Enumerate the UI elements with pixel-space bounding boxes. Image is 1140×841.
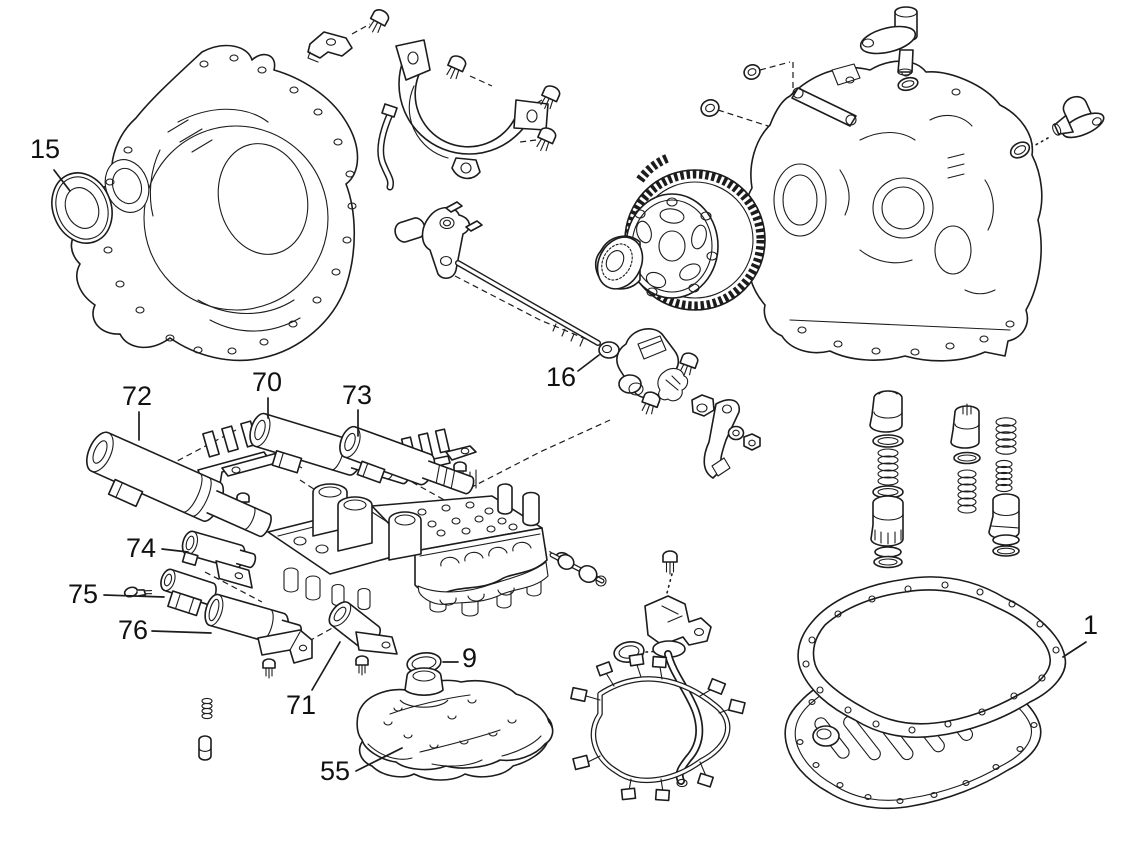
speed-sensor-top xyxy=(859,6,918,76)
o-ring xyxy=(700,99,720,117)
oil-strainer-55 xyxy=(356,667,554,781)
o-ring xyxy=(743,64,761,80)
housing-bolt-holes xyxy=(99,54,357,355)
shift-solenoid-73 xyxy=(339,425,475,495)
transaxle-case xyxy=(743,60,1043,362)
harness-connectors xyxy=(570,653,746,802)
callout-label-76: 76 xyxy=(118,615,149,645)
bolt xyxy=(536,127,557,152)
bolt xyxy=(662,550,678,575)
o-ring xyxy=(897,76,919,92)
detent-spring-and-plug xyxy=(198,697,213,761)
solenoid-76-bracket xyxy=(257,629,313,664)
callout-label-16: 16 xyxy=(546,362,577,392)
accumulator-pistons-and-springs xyxy=(869,390,1020,569)
oil-pan-gasket xyxy=(797,576,1067,739)
bolt-small xyxy=(355,655,369,676)
shift-linkage-assembly xyxy=(616,328,761,479)
callout-label-70: 70 xyxy=(252,367,283,397)
callout-label-73: 73 xyxy=(342,380,373,410)
callout-label-9: 9 xyxy=(462,643,478,673)
breather-hose xyxy=(377,103,398,191)
bolt-75 xyxy=(123,586,153,598)
manual-shift-lever xyxy=(394,201,601,347)
accumulator-towers xyxy=(312,469,540,561)
callout-label-75: 75 xyxy=(68,579,99,609)
callout-label-1: 1 xyxy=(1083,610,1099,640)
callout-label-55: 55 xyxy=(320,756,351,786)
speed-sensor-right xyxy=(1052,95,1105,139)
callout-label-15: 15 xyxy=(30,134,61,164)
converter-dust-shield xyxy=(395,39,549,180)
torque-converter-housing xyxy=(70,44,359,362)
callout-label-74: 74 xyxy=(126,533,157,563)
bolt xyxy=(540,85,561,110)
callout-label-71: 71 xyxy=(286,690,317,720)
solenoid-71 xyxy=(328,601,398,655)
washer-16 xyxy=(598,341,620,359)
bolt xyxy=(368,9,390,34)
bolt-small xyxy=(262,658,276,679)
bolt xyxy=(446,55,467,80)
callout-leaders xyxy=(53,169,1087,772)
callout-label-72: 72 xyxy=(122,381,153,411)
solenoid-74 xyxy=(181,530,257,589)
solenoid-75 xyxy=(160,568,217,617)
valve-pin-and-sleeve xyxy=(549,552,607,587)
valve-body-assembly xyxy=(267,469,549,617)
shift-solenoid-72 xyxy=(86,431,272,538)
valve-bores xyxy=(440,541,532,567)
differential-assembly xyxy=(594,153,766,311)
o-ring xyxy=(1009,141,1031,159)
oil-temp-sensor-and-tube xyxy=(644,595,712,788)
wiring-harness xyxy=(570,653,746,802)
oil-seal-15 xyxy=(51,172,113,244)
stiffener-bracket xyxy=(307,31,353,63)
